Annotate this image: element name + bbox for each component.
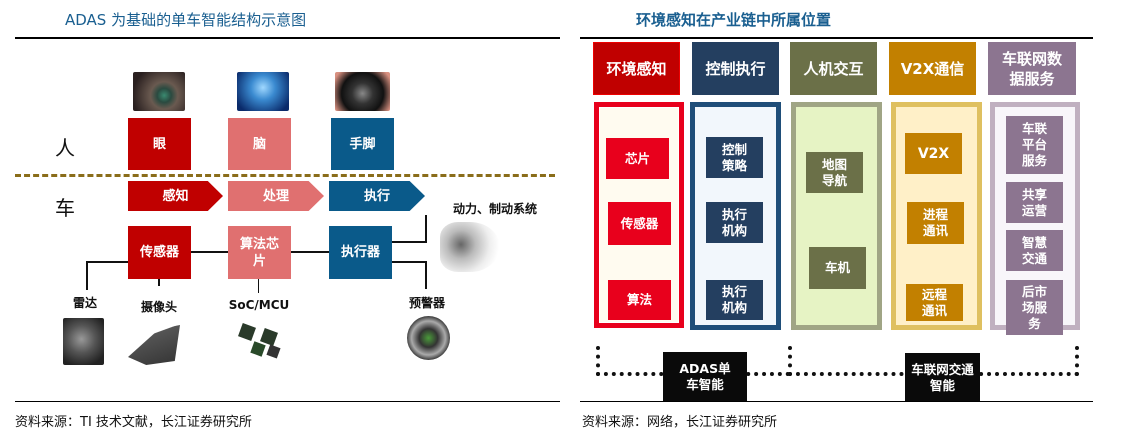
chip-image [238,323,256,341]
item-process-comm: 进程通讯 [907,202,964,244]
left-title-rule [15,37,560,39]
header-v2x: V2X通信 [889,42,976,95]
item-platform-service: 车联平台服务 [1006,116,1063,174]
item-shared-operation: 共享运营 [1006,182,1063,223]
hands-feet-box: 手脚 [331,118,394,170]
item-smart-traffic: 智慧交通 [1006,230,1063,271]
adas-group-label: ADAS单车智能 [663,352,747,402]
chip-image [266,344,281,359]
right-footer-rule [580,401,1093,402]
soc-mcu-label: SoC/MCU [228,298,290,312]
item-algorithm: 算法 [608,280,671,320]
camera-label: 摄像头 [140,300,178,314]
brain-box: 脑 [228,118,291,170]
left-footer-rule [15,401,560,402]
item-head-unit: 车机 [809,247,866,289]
item-map-navigation: 地图导航 [806,152,863,193]
chip-image [250,341,266,357]
connector-line [291,251,329,253]
connector-line [425,215,427,243]
right-source: 资料来源：网络，长江证券研究所 [582,415,778,430]
item-chip: 芯片 [606,138,669,179]
item-actuator: 执行机构 [706,280,763,320]
brain-image [237,72,289,111]
item-control-strategy: 控制策略 [706,137,763,178]
header-telematics-data: 车联网数据服务 [988,42,1076,95]
camera-image [128,325,180,365]
eye-image [133,72,185,111]
eye-box: 眼 [128,118,191,170]
human-car-divider [15,174,555,177]
human-label: 人 [55,136,75,160]
radar-image [63,318,104,365]
header-environment-perception: 环境感知 [593,42,680,95]
brake-system-image [440,222,500,272]
warning-device-label: 预警器 [408,296,446,310]
connector-line [86,261,88,290]
right-title-rule [580,37,1093,39]
item-sensor: 传感器 [608,202,671,245]
powertrain-label: 动力、制动系统 [453,202,538,216]
connector-line [425,261,427,289]
right-title: 环境感知在产业链中所属位置 [636,11,832,29]
connector-line [158,279,160,286]
connector-line [258,279,259,293]
left-source: 资料来源：TI 技术文献，长江证券研究所 [15,415,252,430]
sensor-box: 传感器 [128,226,191,279]
v2x-group-label: 车联网交通智能 [905,353,980,402]
hands-steering-image [335,72,390,111]
left-title: ADAS 为基础的单车智能结构示意图 [65,11,307,29]
item-remote-comm: 远程通讯 [906,284,963,321]
processing-arrow: 处理 [228,181,324,211]
item-actuator: 执行机构 [706,202,763,243]
column-hmi [791,102,882,330]
connector-line [392,261,426,263]
car-label: 车 [55,196,75,220]
chip-image [260,328,278,346]
algorithm-chip-box: 算法芯片 [228,226,291,279]
actuator-box: 执行器 [329,226,392,279]
connector-line [87,261,128,263]
header-control-execution: 控制执行 [692,42,779,95]
item-aftermarket: 后市场服务 [1006,280,1063,335]
header-hmi: 人机交互 [790,42,877,95]
connector-line [191,251,228,253]
item-v2x: V2X [905,133,962,174]
warning-device-image [407,316,450,360]
execution-arrow: 执行 [329,181,425,211]
radar-label: 雷达 [72,296,98,310]
perception-arrow: 感知 [128,181,223,211]
connector-line [392,241,426,243]
